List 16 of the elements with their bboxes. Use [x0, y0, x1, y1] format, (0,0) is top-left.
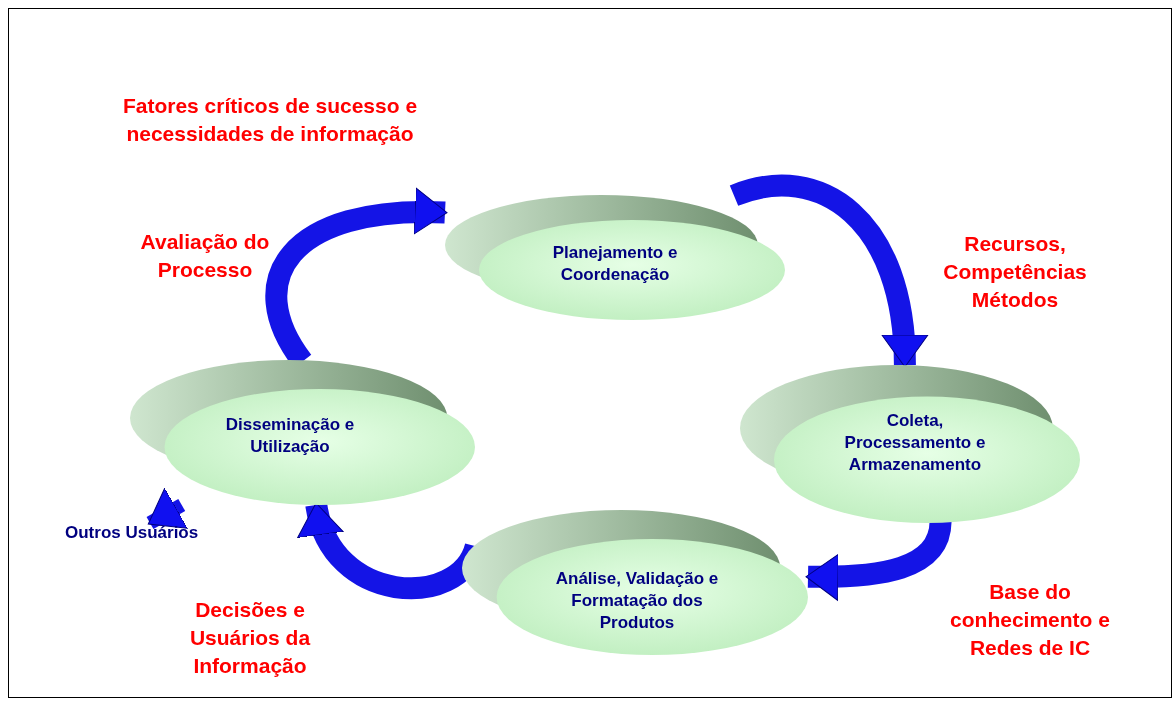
annotation-text: Base do conhecimento e Redes de IC [949, 579, 1111, 661]
node-label: Coleta, Processamento e Armazenamento [843, 410, 987, 476]
annotation-text: Decisões e Usuários da Informação [188, 597, 312, 679]
annotation-text: Fatores críticos de sucesso e necessidades de informação [121, 93, 419, 147]
node-label: Análise, Validação e Formatação dos Produtos [554, 568, 720, 634]
disc-node [462, 510, 808, 655]
node-label: Planejamento e Coordenação [551, 242, 679, 286]
disc-node [130, 360, 475, 505]
annotation-text: Avaliação do Processo [140, 229, 270, 283]
node-label: Disseminação e Utilização [224, 414, 356, 458]
disc-node [740, 365, 1080, 523]
node-label: Outros Usuários [65, 523, 199, 543]
annotation-text: Recursos, Competências Métodos [942, 231, 1088, 313]
curved-arrow [146, 487, 188, 530]
curved-arrow [730, 174, 927, 368]
disc-node [445, 195, 785, 320]
